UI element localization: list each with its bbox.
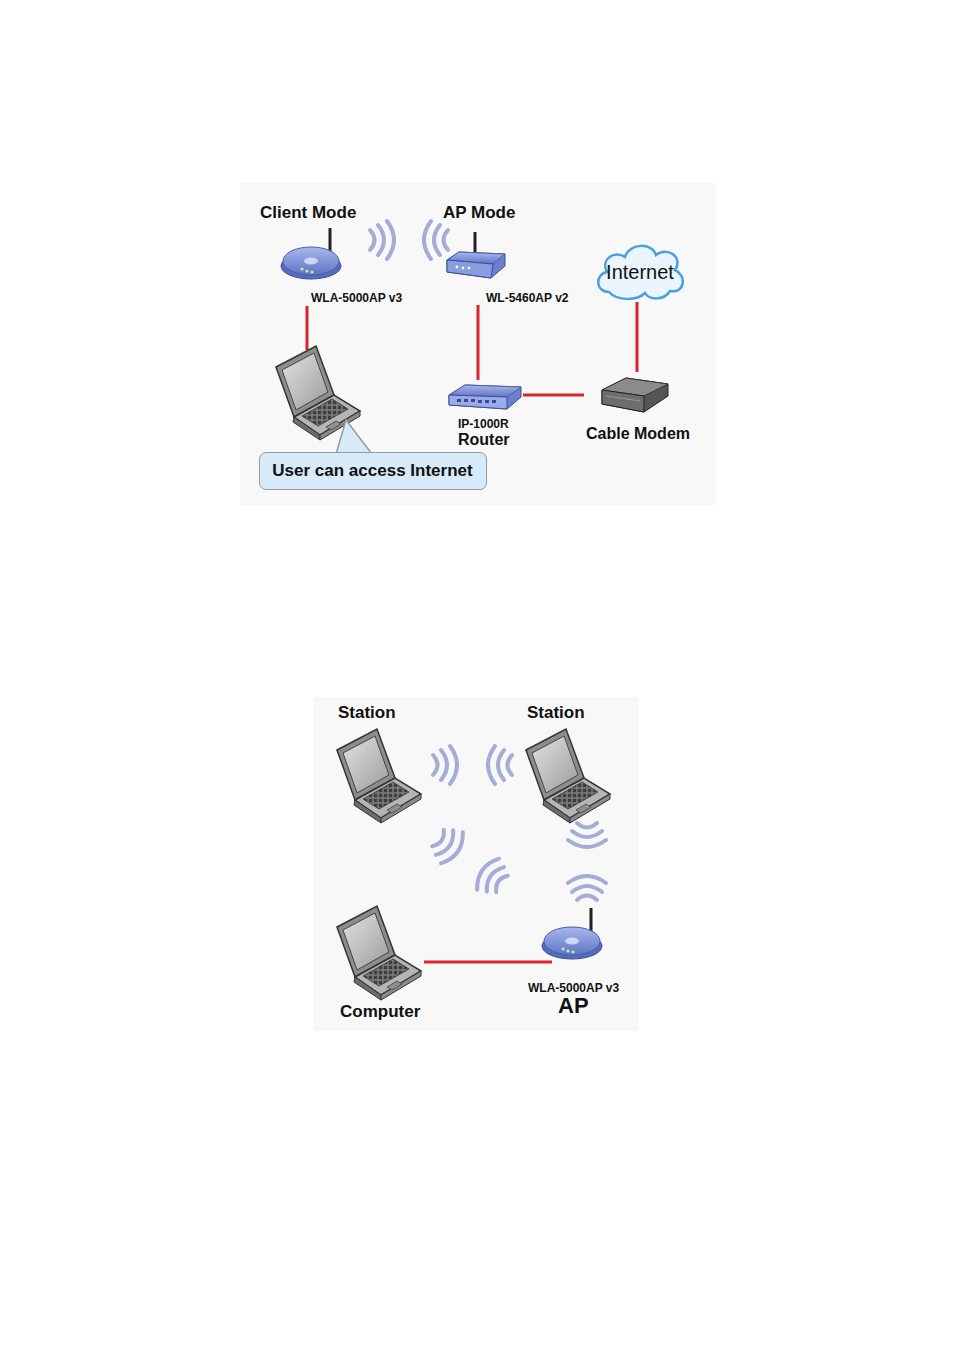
cloud-shape [598,246,683,299]
laptop-drawing [526,729,610,823]
node-label: User can access Internet [272,461,472,481]
apdome-drawing [281,228,341,279]
node-label: Station [527,703,585,723]
radio-waves [424,221,448,259]
radio-waves [471,855,512,900]
panel-ground [313,697,639,1031]
panel-ground [240,183,716,505]
apbox-drawing [447,232,505,278]
router-icon [447,383,523,411]
node-label: WL-5460AP v2 [486,292,568,306]
station-laptop: Station [330,703,420,823]
apbox-icon [445,232,507,280]
laptop-icon [333,905,423,1001]
node-label: AP [558,993,589,1018]
apdome-icon [280,228,342,280]
node-label: Station [338,703,396,723]
radio-waves [488,746,512,784]
node-label: Computer [340,1002,420,1022]
network-cable [523,395,584,396]
callout-box: User can access Internet [259,452,487,490]
node-label: Client Mode [260,203,356,223]
network-cable [478,305,479,380]
node-label: Internet [606,261,674,284]
router-device: IP-1000RRouter [445,380,523,450]
cable-line [424,961,524,964]
internet-cloud: Internet [594,240,686,302]
cable-line [636,302,639,372]
network-cable [637,302,638,372]
network-cable [306,306,309,350]
laptop-drawing [337,906,421,1000]
ap-device: WLA-5000AP v3AP [524,906,626,1024]
station-laptop: Station [520,703,612,823]
router-drawing [449,385,521,409]
network-cable [424,962,524,963]
node-label: WLA-5000AP v3 [311,292,402,306]
radio-waves [427,822,468,867]
ap-device: AP ModeWL-5460AP v2 [440,203,575,305]
modem-drawing [602,378,668,412]
node-label: IP-1000R [458,418,509,432]
cable-line [477,305,480,380]
cable-line [523,394,584,397]
apdome-icon [541,908,603,960]
laptop-drawing [337,729,421,823]
radio-waves [370,221,394,259]
radio-waves [568,823,606,847]
callout-pointer [336,420,372,454]
apdome-drawing [542,908,602,959]
node-label: Router [458,431,510,449]
client-device: Client ModeWLA-5000AP v3 [258,203,410,305]
modem-device: Cable Modem [584,372,702,447]
node-label: AP Mode [443,203,515,223]
laptop-icon [333,728,423,824]
radio-waves [433,746,457,784]
laptop-icon [522,728,612,824]
modem-icon [600,376,670,414]
network-cable [524,961,552,964]
radio-waves [568,876,606,900]
computer-laptop: Computer [330,905,424,1027]
node-label: Cable Modem [586,425,690,443]
